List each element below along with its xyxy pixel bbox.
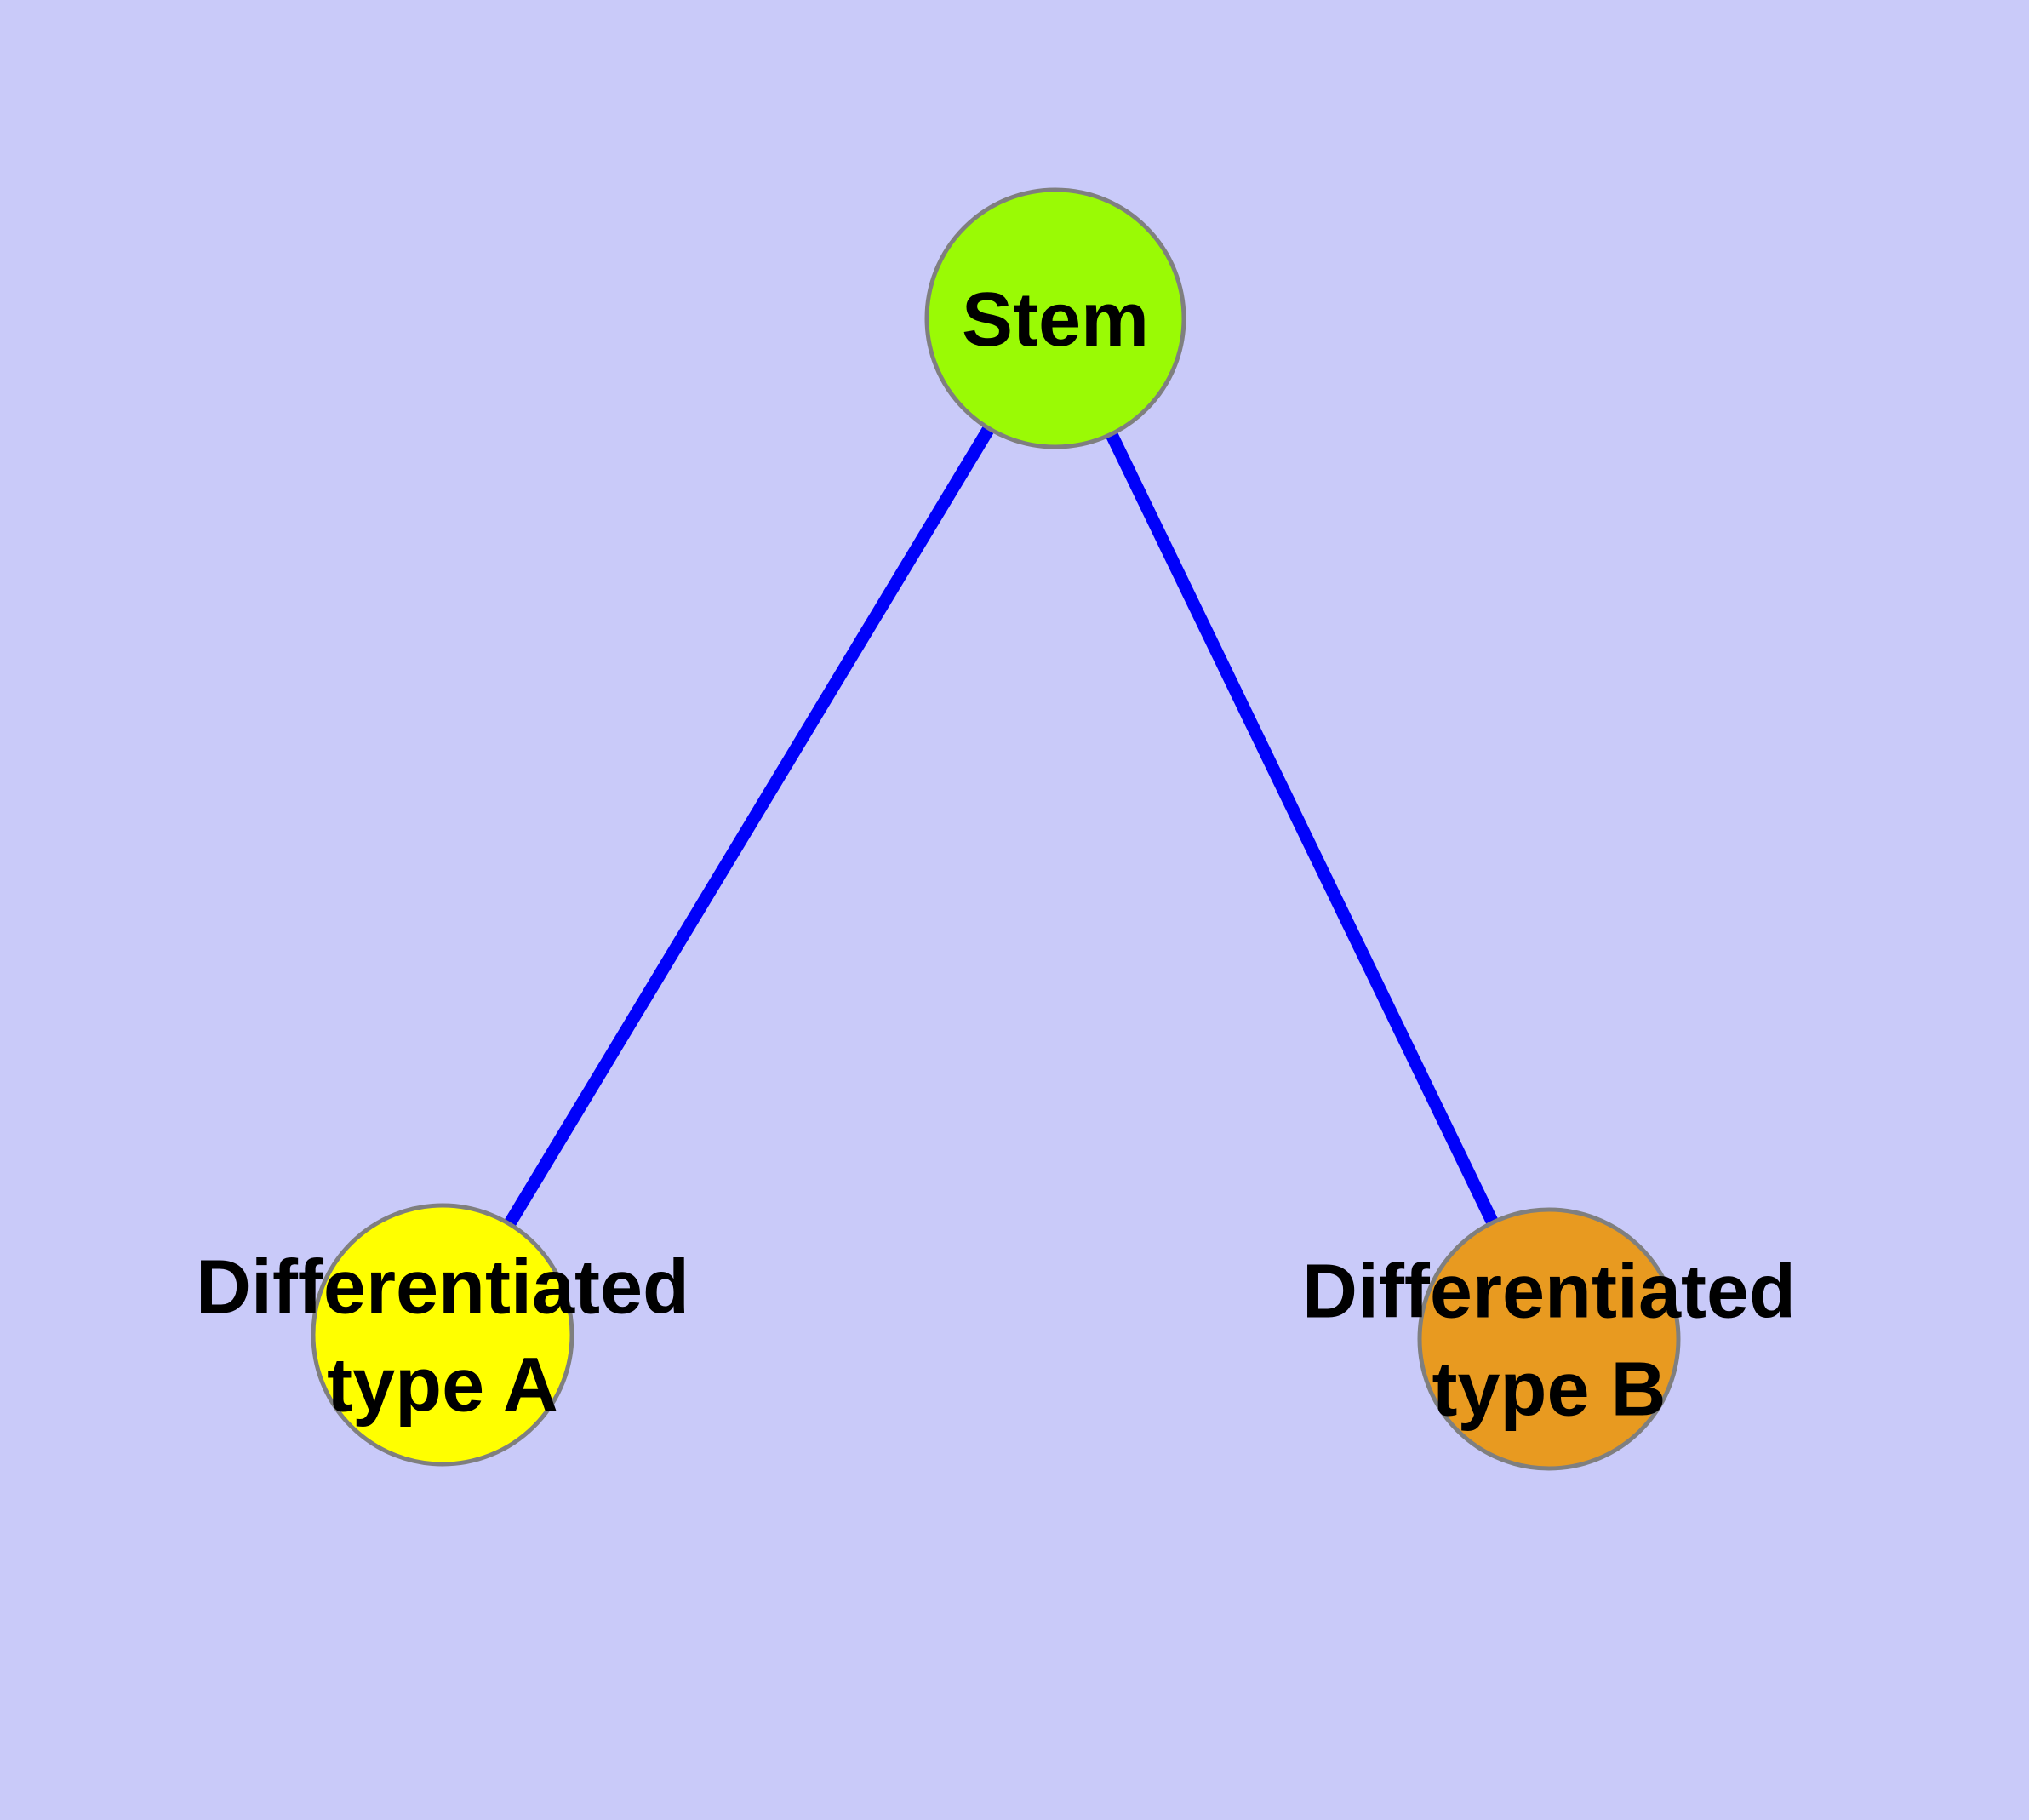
node-label-line: Differentiated — [1302, 1250, 1796, 1335]
node-differentiated-type-b — [1417, 1207, 1681, 1471]
node-label-line: Stem — [962, 278, 1149, 363]
node-label-line: type B — [1432, 1348, 1666, 1433]
node-stem — [924, 187, 1186, 449]
node-label-stem: Stem — [962, 278, 1149, 363]
node-label-line: type A — [327, 1343, 558, 1428]
edge-stem-to-differentiated-type-b — [1049, 315, 1555, 1342]
node-label-differentiated-type-b: Differentiated type B — [1302, 1250, 1796, 1433]
node-differentiated-type-a — [311, 1203, 574, 1467]
node-label-differentiated-type-a: Differentiated type A — [196, 1245, 689, 1428]
edge-stem-to-differentiated-type-a — [437, 315, 1061, 1338]
node-label-line: Differentiated — [196, 1245, 689, 1331]
